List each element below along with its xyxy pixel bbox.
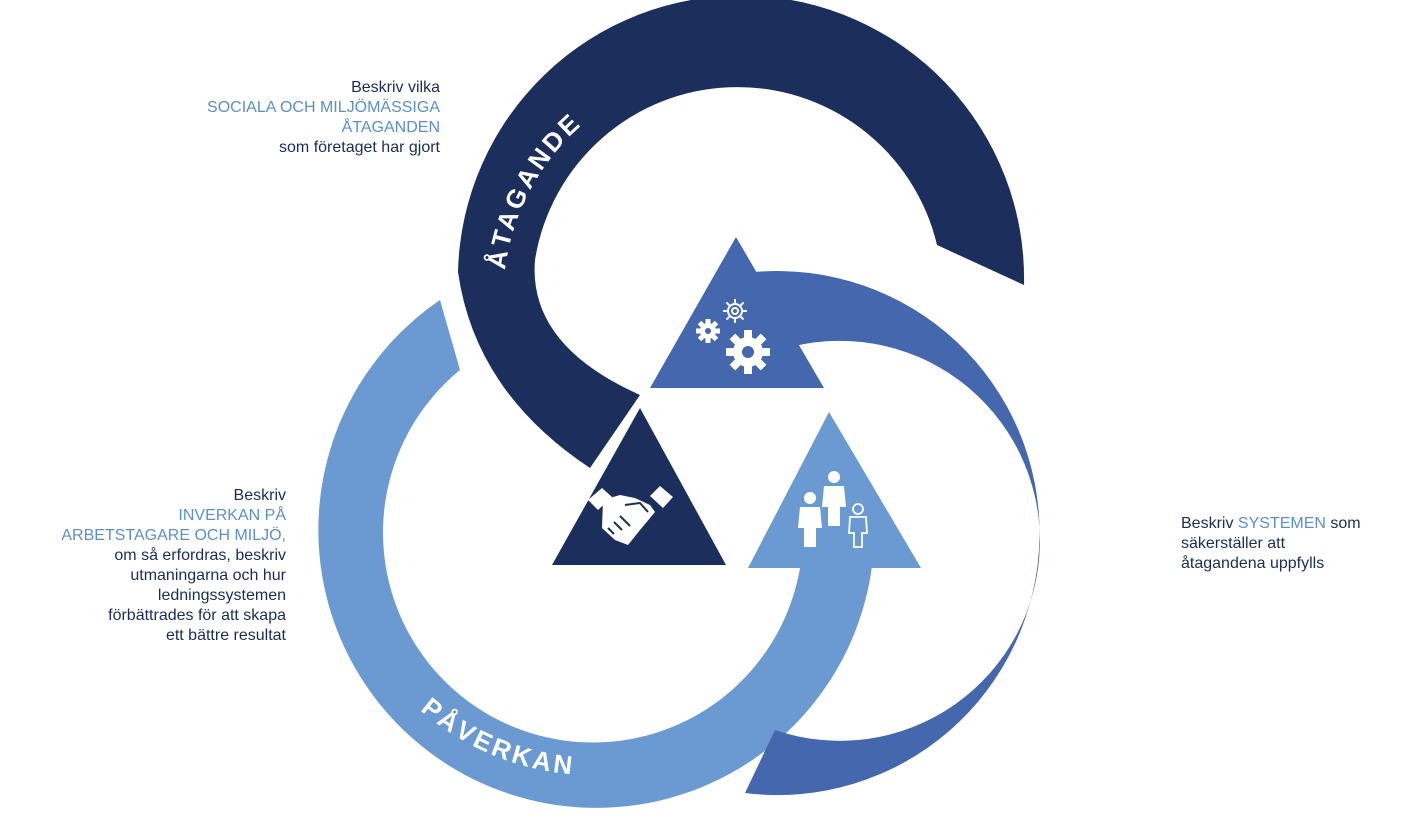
caption-atagande-line: Beskriv vilka [351,79,440,96]
caption-ledningssystem-suffix: som [1330,515,1361,532]
people-icon [798,471,868,548]
handshake-icon [588,486,673,545]
caption-ledningssystem-highlight: SYSTEMEN [1237,515,1326,532]
caption-paverkan: Beskriv INVERKAN PÅ ARBETSTAGARE OCH MIL… [61,486,286,646]
caption-ledningssystem-line1: Beskriv SYSTEMEN som [1181,514,1361,534]
caption-atagande: Beskriv vilka SOCIALA OCH MILJÖMÄSSIGA Å… [207,78,440,158]
caption-paverkan-line: om så erfordras, beskriv [114,547,286,564]
caption-ledningssystem: Beskriv SYSTEMEN som säkerställer att åt… [1181,514,1361,574]
caption-paverkan-line: utmaningarna och hur [130,567,286,584]
caption-paverkan-line: Beskriv [233,487,286,504]
caption-paverkan-line: ledningssystemen [157,587,286,604]
gears-icon [696,299,770,374]
caption-atagande-line: som företaget har gjort [279,139,440,156]
caption-paverkan-highlight: INVERKAN PÅ [178,507,286,524]
caption-paverkan-line: ett bättre resultat [165,627,286,644]
atagande-arc [458,0,1025,468]
caption-ledningssystem-prefix: Beskriv [1181,515,1234,532]
caption-atagande-highlight: SOCIALA OCH MILJÖMÄSSIGA [207,99,440,116]
caption-ledningssystem-line: säkerställer att [1181,535,1286,552]
caption-paverkan-line: förbättrades för att skapa [108,607,286,624]
caption-paverkan-highlight: ARBETSTAGARE OCH MILJÖ, [61,527,286,544]
handshake-triangle [552,408,726,565]
caption-atagande-highlight: ÅTAGANDEN [341,119,440,136]
arc-label-ledningssystem: LEDNINGSSYSTEM [933,562,1116,776]
caption-ledningssystem-line: åtagandena uppfylls [1181,555,1325,572]
